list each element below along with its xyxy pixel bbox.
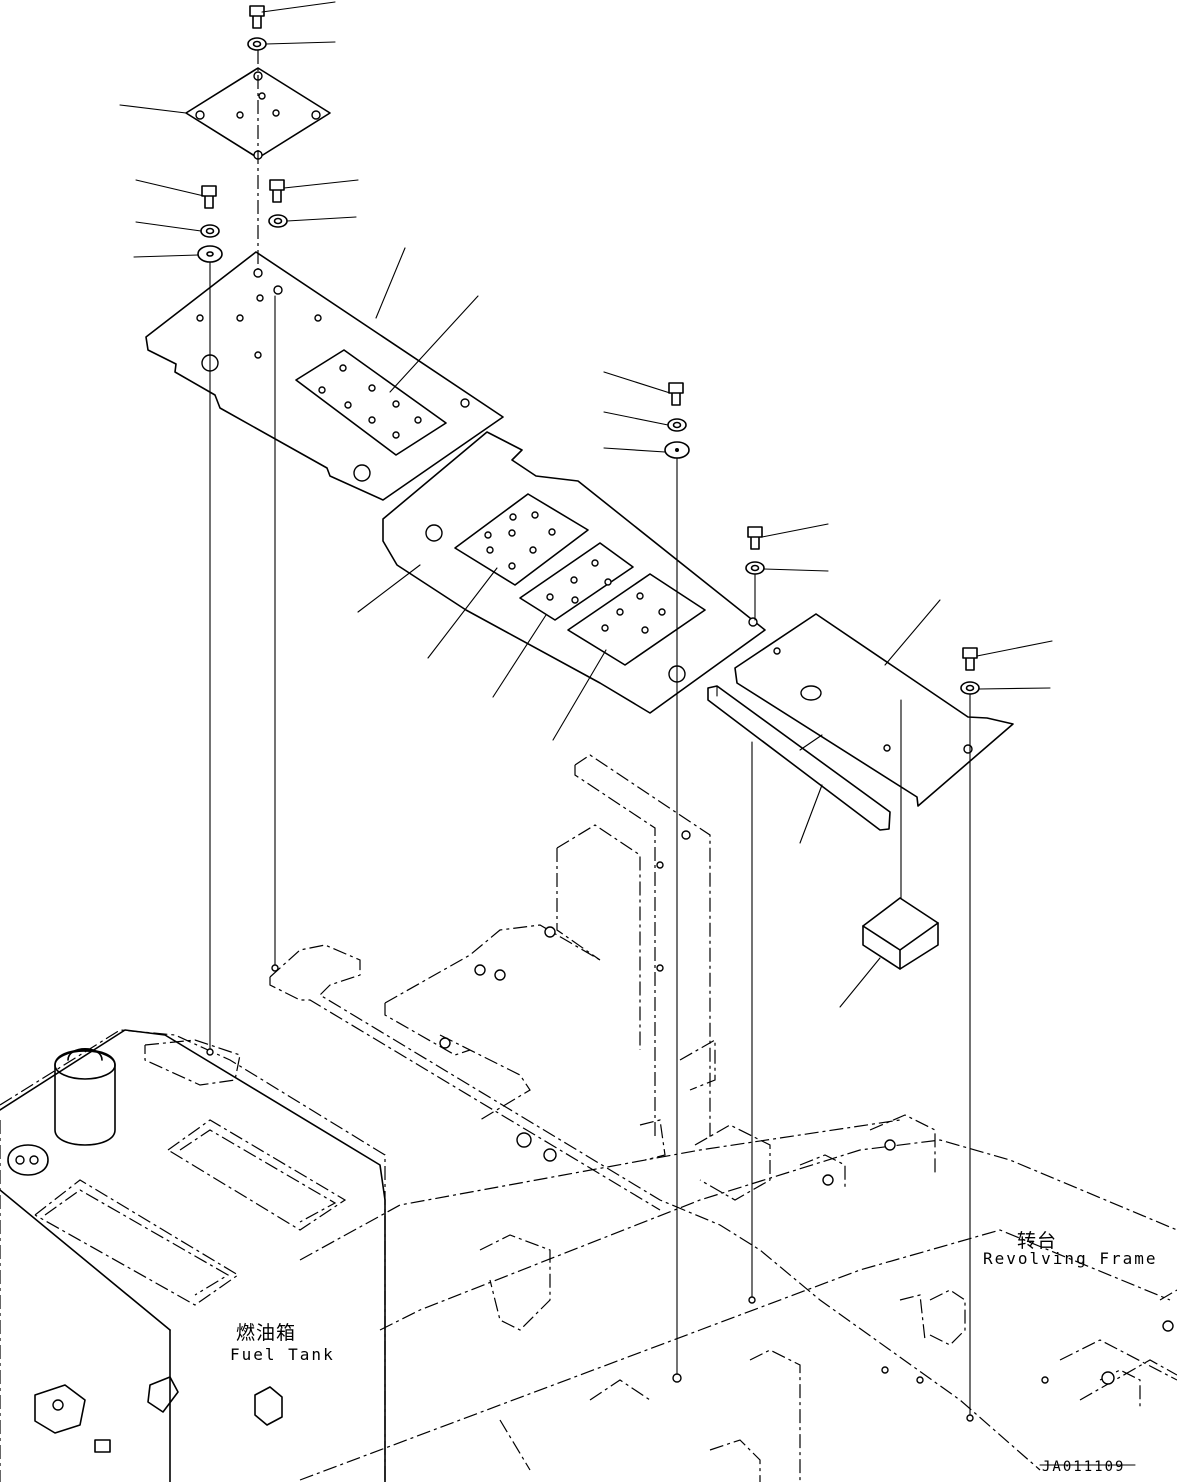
fuel-tank-label-cn: 燃油箱: [236, 1322, 297, 1344]
fuel-tank: [0, 1029, 386, 1482]
revolving-frame-label-cn: 转台: [1017, 1230, 1058, 1252]
small-cover-plate: [119, 67, 331, 160]
seal-strip: [707, 685, 891, 844]
drawing-id: JA011109: [1042, 1459, 1126, 1475]
top-bolt: [247, 1, 336, 270]
floor-plate-middle: [357, 431, 766, 741]
revolving-frame: [0, 754, 1177, 1482]
revolving-frame-label-en: Revolving Frame: [983, 1249, 1158, 1268]
bolt-set-left: [133, 179, 223, 1053]
bolt-set-right-2: [960, 640, 1053, 1419]
fuel-tank-label-en: Fuel Tank: [230, 1345, 335, 1364]
bolt-set-center: [603, 371, 690, 1379]
rubber-block: [839, 699, 939, 1008]
bolt-set-mid-left: [268, 179, 359, 969]
right-cover-plate: [734, 599, 1014, 807]
bolt-set-right-1: [745, 523, 829, 1301]
floor-plate-upper: [145, 247, 504, 501]
